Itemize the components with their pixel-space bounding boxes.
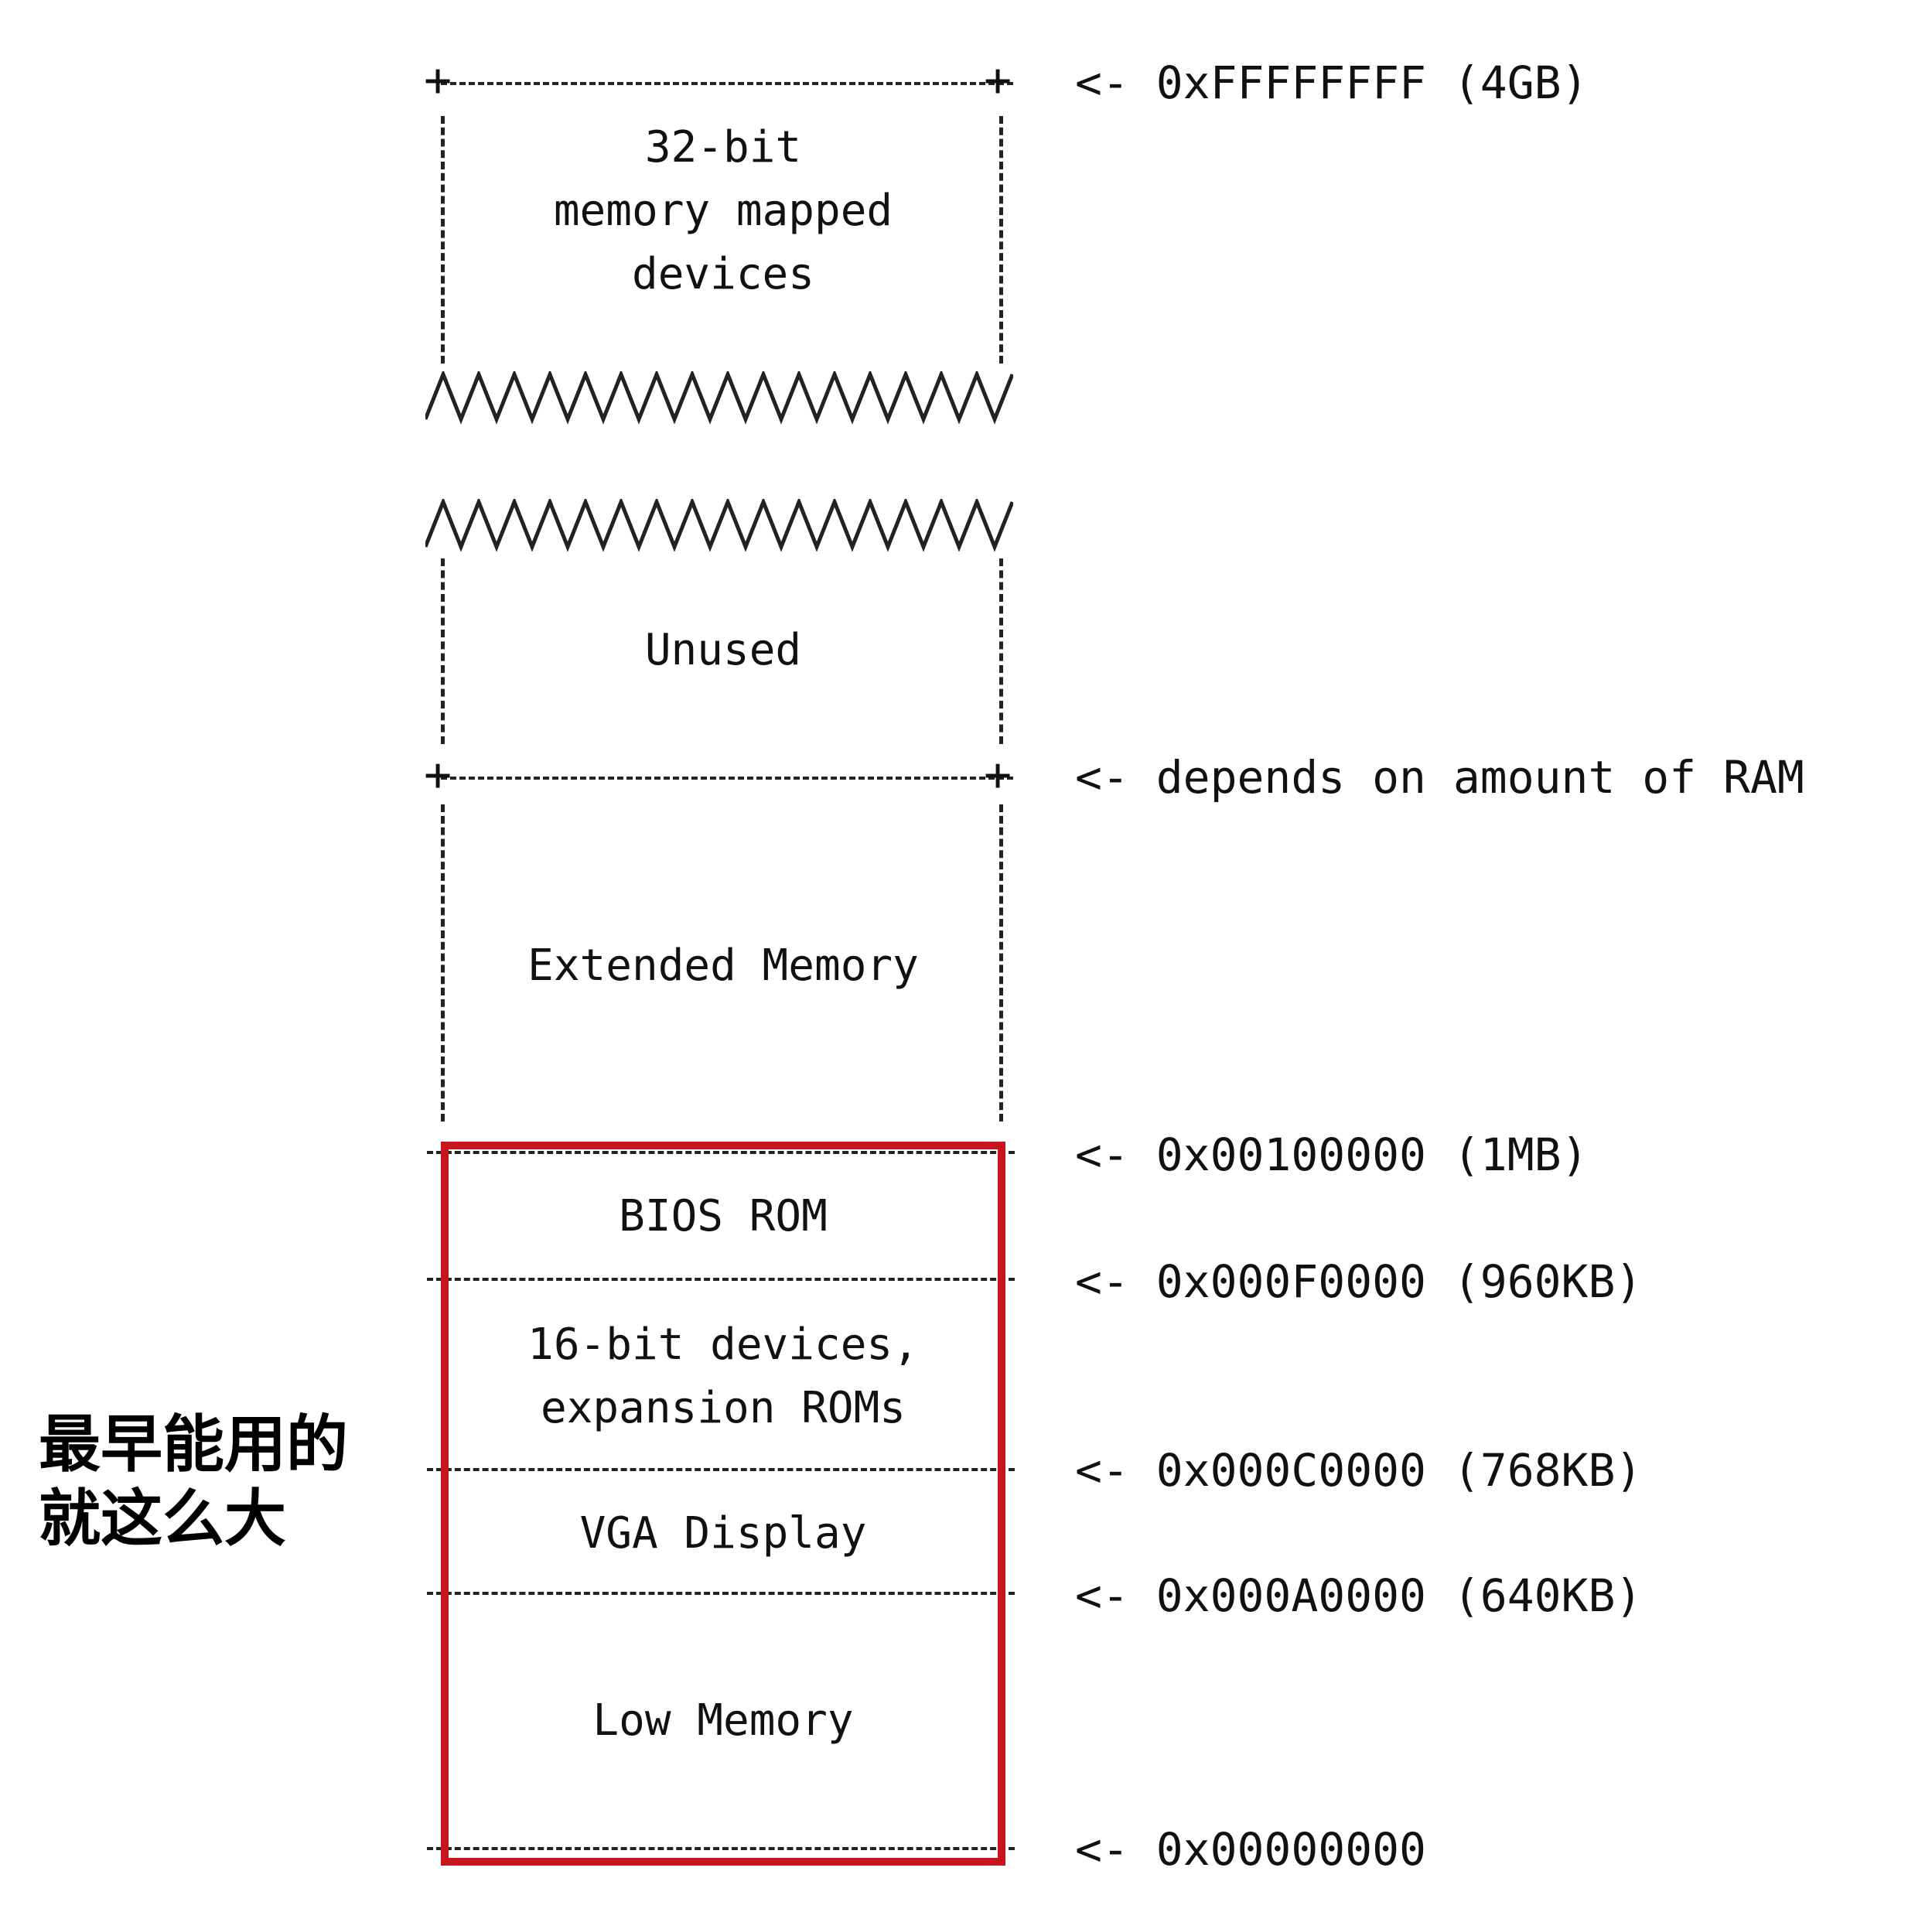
region-expansion-roms: 16-bit devices, expansion ROMs [527,1320,919,1433]
corner-mark: + [424,53,452,108]
break-zigzag-top [425,371,1013,425]
boundary-line-768kb [427,1468,1015,1471]
boundary-line-4gb [441,82,1013,85]
address-label-768kb: <- 0x000C0000 (768KB) [1075,1444,1643,1497]
address-label-1mb: <- 0x00100000 (1MB) [1075,1128,1589,1181]
region-border-right [999,804,1003,1122]
corner-mark: + [424,748,452,802]
boundary-line-640kb [427,1592,1015,1595]
region-memory-mapped-devices: 32-bit memory mapped devices [553,122,893,299]
region-border-right [999,116,1003,364]
address-label-960kb: <- 0x000F0000 (960KB) [1075,1255,1643,1308]
annotation-line-1: 最早能用的 [39,1408,348,1480]
corner-mark: + [984,53,1012,108]
break-zigzag-bottom [425,499,1013,552]
address-label-640kb: <- 0x000A0000 (640KB) [1075,1569,1643,1622]
annotation-text: 最早能用的 就这么大 [39,1408,379,1556]
region-border-left [441,558,445,744]
corner-mark: + [984,748,1012,802]
region-border-right [999,558,1003,744]
region-bios-rom: BIOS ROM [619,1191,828,1241]
region-border-left [441,804,445,1122]
boundary-line-ram [441,777,1013,780]
region-vga-display: VGA Display [579,1508,867,1559]
boundary-line-zero [427,1847,1015,1850]
region-unused: Unused [644,625,802,675]
region-low-memory: Low Memory [592,1695,854,1746]
address-label-zero: <- 0x00000000 [1075,1823,1426,1876]
highlight-first-1mb [441,1142,1005,1866]
boundary-line-1mb [427,1151,1015,1154]
boundary-line-960kb [427,1278,1015,1281]
region-extended-memory: Extended Memory [527,941,919,991]
address-label-ram: <- depends on amount of RAM [1075,751,1804,804]
annotation-line-2: 就这么大 [39,1483,286,1555]
region-border-left [441,116,445,364]
address-label-4gb: <- 0xFFFFFFFF (4GB) [1075,56,1589,109]
